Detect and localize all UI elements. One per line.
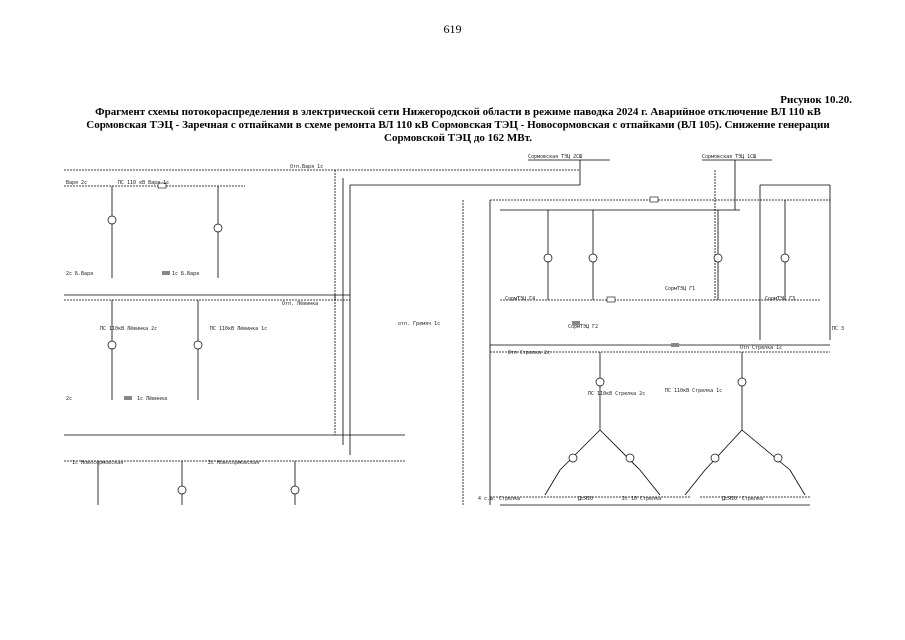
star-r-1 bbox=[704, 429, 743, 471]
star-r-2 bbox=[741, 429, 791, 471]
gen-icon bbox=[177, 485, 187, 495]
scheme-lines bbox=[64, 159, 831, 506]
label-ps-levinka-2s: ПС 110кВ Лёвинка 2с bbox=[100, 326, 157, 332]
label-novosorm-1s: 1с Новосормовская bbox=[72, 460, 123, 466]
gen-icon bbox=[625, 453, 635, 463]
caption-line-1: Фрагмент схемы потокораспределения в эле… bbox=[95, 106, 821, 118]
label-otp-gremyach: отп. Гремяч 1с bbox=[398, 321, 440, 327]
label-otp-levinka: Отп. Лёвинка bbox=[282, 301, 318, 307]
star-l-2 bbox=[599, 429, 641, 471]
gen-icon bbox=[713, 253, 723, 263]
label-strelka-dg: ДсЯ10 bbox=[722, 496, 737, 502]
label-levinka-1s: 1с Лёвинка bbox=[137, 396, 167, 402]
star-l-1b bbox=[544, 469, 561, 496]
switches bbox=[157, 182, 659, 303]
label-levinka-2s: 2с bbox=[66, 396, 72, 402]
gen-icon bbox=[588, 253, 598, 263]
label-b-varya: 1с Б.Варя bbox=[172, 271, 199, 277]
switch-icon bbox=[606, 296, 616, 303]
label-sormtec-g1: СормТЭЦ Г1 bbox=[665, 286, 695, 292]
gen-icon bbox=[193, 340, 203, 350]
label-strelka-3: Стрелка bbox=[742, 496, 763, 502]
gen-icon bbox=[213, 223, 223, 233]
hatch-icon bbox=[572, 321, 580, 325]
label-strelka-1s: 2с 10 Стрелка bbox=[622, 496, 661, 502]
page-number: 619 bbox=[443, 22, 462, 36]
star-l-2b bbox=[639, 469, 661, 496]
label-novosorm-2s: 2с Новосормовская bbox=[208, 460, 259, 466]
label-ps-strelka-1s: ПС 110кВ Стрелка 1с bbox=[665, 388, 722, 394]
label-otp-varya: Отп.Варя 1с bbox=[290, 164, 323, 170]
gen-icon bbox=[107, 215, 117, 225]
label-sormovskaya-1sh: Сормовская ТЭЦ 1СШ bbox=[702, 154, 756, 160]
label-b-varya-2: 2с Б.Варя bbox=[66, 271, 93, 277]
label-strelka-4: 4 с.ш. Стрелка bbox=[478, 496, 520, 502]
hatched-blocks bbox=[124, 271, 679, 400]
label-ps-varya: ПС 110 кВ Варя 1с bbox=[118, 180, 169, 186]
caption-line-3: Сормовской ТЭЦ до 162 МВт. bbox=[384, 132, 532, 144]
label-ps-strelka-2s: ПС 110кВ Стрелка 2с bbox=[588, 391, 645, 397]
hatch-icon bbox=[671, 343, 679, 347]
gen-icon bbox=[107, 340, 117, 350]
diagram-labels: Сормовская ТЭЦ 2СШ Сормовская ТЭЦ 1СШ От… bbox=[66, 154, 844, 502]
gen-icon bbox=[568, 453, 578, 463]
label-otp-strelka-2s: Отп Стрелка 2с bbox=[508, 350, 550, 356]
star-l-1 bbox=[559, 429, 601, 471]
hatch-icon bbox=[162, 271, 170, 275]
label-otp-strelka-1s: Отп Стрелка 1с bbox=[740, 345, 782, 351]
label-sormtec-g3: СормТЭЦ Г3 bbox=[765, 296, 795, 302]
caption-line-2: Сормовская ТЭЦ - Заречная с отпайками в … bbox=[86, 119, 830, 131]
gen-icon bbox=[780, 253, 790, 263]
label-sormtec-g2: СормТЭЦ Г2 bbox=[568, 324, 598, 330]
gen-icon bbox=[595, 377, 605, 387]
hatch-icon bbox=[124, 396, 132, 400]
gen-icon bbox=[290, 485, 300, 495]
gen-icon bbox=[737, 377, 747, 387]
star-r-2b bbox=[789, 469, 806, 496]
label-sormtec-g4: СормТЭЦ Г4 bbox=[505, 296, 535, 302]
switch-icon bbox=[157, 182, 167, 189]
label-varya-2s: Варя 2с bbox=[66, 180, 87, 186]
figure-label: Рисунок 10.20. bbox=[780, 94, 852, 106]
generators bbox=[107, 215, 790, 495]
label-ps-3: ПС 3 bbox=[832, 326, 844, 332]
gen-icon bbox=[773, 453, 783, 463]
gen-icon bbox=[543, 253, 553, 263]
gen-icon bbox=[710, 453, 720, 463]
star-r-1b bbox=[684, 469, 706, 496]
label-ps-levinka-1s: ПС 110кВ Лёвинка 1с bbox=[210, 326, 267, 332]
label-strelka-2s: ДсЯ10 bbox=[578, 496, 593, 502]
switch-icon bbox=[649, 196, 659, 203]
label-sormovskaya-2sh: Сормовская ТЭЦ 2СШ bbox=[528, 154, 582, 160]
figure-caption: Фрагмент схемы потокораспределения в эле… bbox=[58, 106, 858, 145]
